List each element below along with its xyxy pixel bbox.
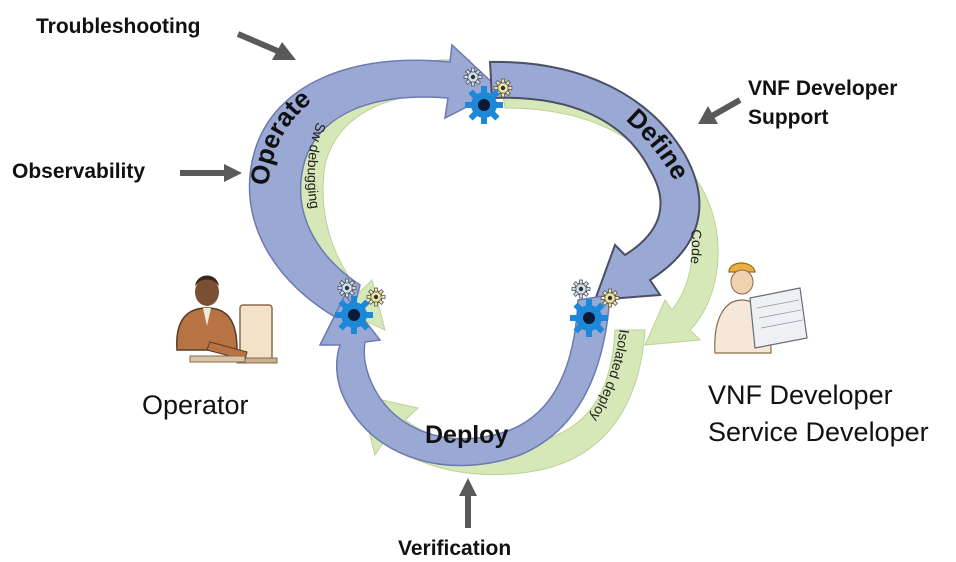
pointer-arrows [180,31,742,528]
blue-arrow-deploy [318,293,611,467]
label-observability: Observability [12,160,145,183]
label-vnf-developer-support-line2: Support [748,106,828,129]
gear-small-icon [337,278,357,298]
blue-arrows [248,43,701,467]
operator-figure [176,275,278,364]
blue-arrow-define [488,60,701,302]
gear-small-icon [600,288,620,308]
gear-icon [465,86,503,124]
label-verification: Verification [398,537,511,560]
gear-small-icon [571,279,591,299]
pointer-arrow-observability [180,164,242,182]
pointer-arrow-verification [459,478,477,528]
blueprint-icon [749,287,808,349]
pointer-arrow-vnf-support [698,97,742,124]
label-troubleshooting: Troubleshooting [36,15,200,38]
gear-icon [335,296,373,334]
pointer-arrow-troubleshooting [236,31,296,60]
gear-small-icon [366,287,386,307]
gear-small-icon [463,67,483,87]
label-vnf-developer-support-line1: VNF Developer [748,77,897,100]
label-vnf-developer: VNF Developer [708,380,893,410]
label-service-developer: Service Developer [708,417,929,447]
arc-label-code: Code [687,229,705,266]
gear-icon [570,299,608,337]
cycle-label-deploy: Deploy [425,421,508,449]
developer-figure [714,262,808,354]
label-operator: Operator [142,390,249,420]
blue-arrow-operate [248,43,502,327]
